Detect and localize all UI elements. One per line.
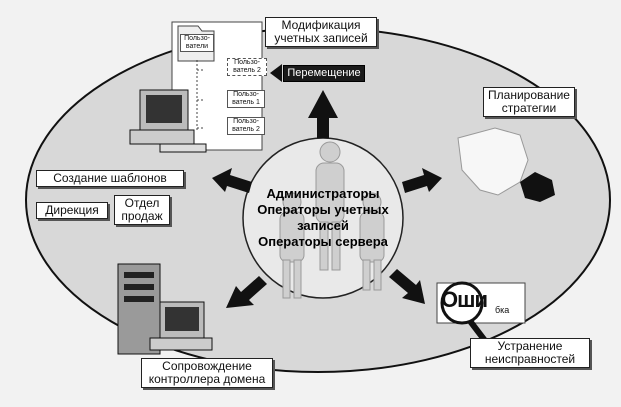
arrow-up bbox=[308, 90, 338, 138]
label-sales: Отдел продаж bbox=[114, 195, 170, 225]
arrow-lower-left bbox=[226, 276, 267, 308]
error-text-big: Оши bbox=[441, 287, 488, 312]
folder-users-label: Пользо- ватели bbox=[180, 34, 214, 52]
arrow-upper-left bbox=[212, 168, 252, 193]
label-strategy: Планирование стратегии bbox=[483, 87, 575, 117]
center-roles-text: Администраторы Операторы учетных записей… bbox=[257, 186, 389, 249]
arrows bbox=[212, 64, 442, 308]
error-text-small: бка bbox=[495, 305, 510, 315]
label-templates: Создание шаблонов bbox=[36, 170, 184, 187]
label-move: Перемещение bbox=[283, 65, 365, 82]
label-directorate: Дирекция bbox=[36, 202, 108, 219]
folder-user2-bottom-label: Пользо- ватель 2 bbox=[227, 117, 265, 135]
arrow-move bbox=[270, 64, 282, 82]
arrow-lower-right bbox=[389, 269, 425, 304]
arrow-upper-right bbox=[402, 168, 442, 193]
folder-user2-top-label: Пользо- ватель 2 bbox=[227, 58, 267, 76]
folder-user1-label: Пользо- ватель 1 bbox=[227, 90, 265, 108]
label-troubleshoot: Устранение неисправностей bbox=[470, 338, 590, 368]
magnifier-icon bbox=[436, 281, 526, 344]
computer-icon bbox=[129, 89, 207, 153]
server-icon bbox=[117, 263, 213, 355]
label-dc-support: Сопровождение контроллера домена bbox=[141, 358, 273, 388]
users-icon bbox=[279, 141, 385, 299]
map-icon bbox=[457, 127, 555, 202]
label-modify-accounts: Модификация учетных записей bbox=[265, 17, 377, 47]
